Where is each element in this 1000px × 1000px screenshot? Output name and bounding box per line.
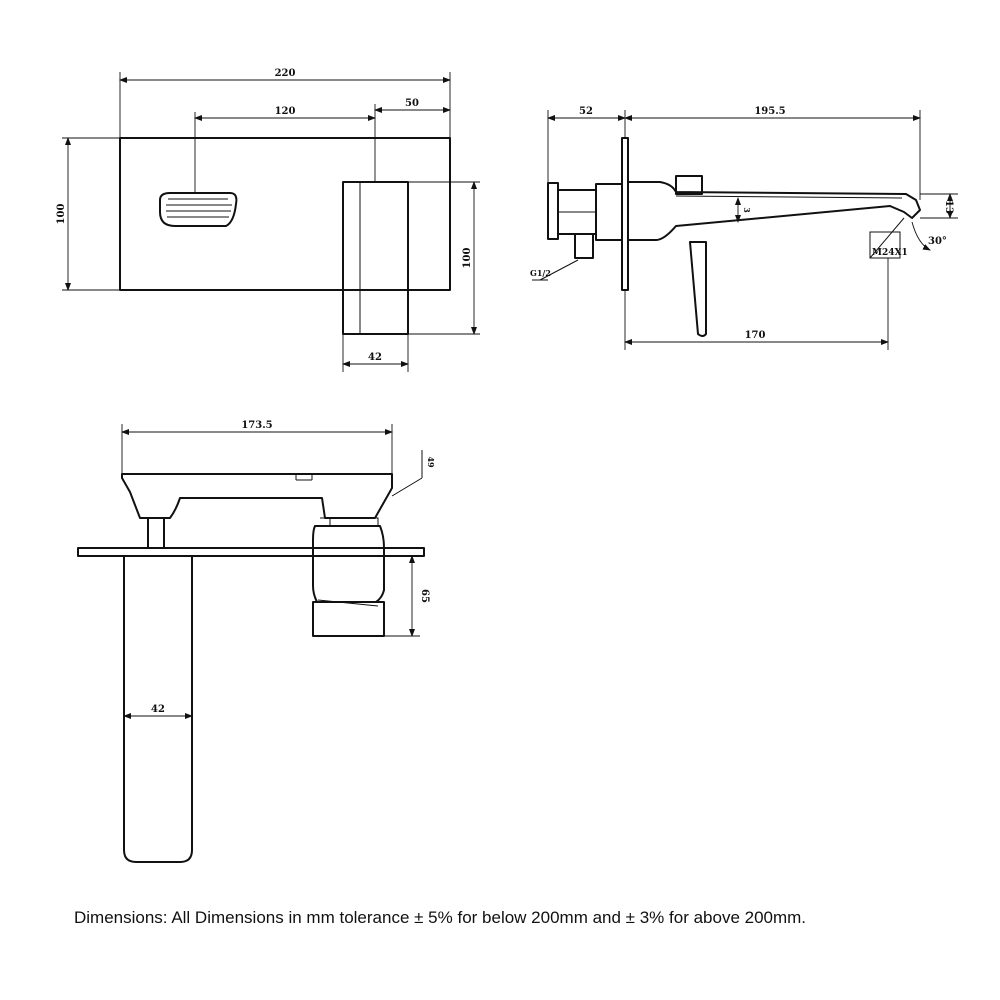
dimensions-caption: Dimensions: All Dimensions in mm toleran… [74, 908, 807, 927]
dim-side-projection: 195.5 [754, 106, 785, 117]
side-spout [627, 181, 921, 241]
front-back-plate [119, 137, 451, 291]
dim-top-spout-length: 173.5 [241, 420, 272, 431]
dim-side-spout-plate: 170 [745, 330, 766, 341]
dim-side-gap: 3 [742, 207, 752, 213]
side-lever [689, 241, 707, 337]
side-view: G1/2 52 195.5 170 13 3 M24X1 30° [530, 106, 958, 350]
dim-front-height-right: 100 [462, 248, 473, 269]
dim-front-lever-offset: 120 [275, 106, 296, 117]
top-view: 173.5 49 65 42 [77, 420, 436, 863]
top-wall-plate [77, 547, 425, 557]
dim-front-width: 220 [275, 68, 296, 79]
dim-side-spout-thickness: 13 [943, 200, 954, 214]
top-spout [121, 473, 393, 519]
dim-top-body-depth: 65 [419, 589, 430, 603]
top-mixer-body [312, 525, 385, 603]
front-view: 220 120 50 100 100 42 [56, 68, 480, 372]
dim-front-mixer-width: 42 [368, 352, 382, 363]
front-lever-cutout [159, 192, 238, 227]
side-angle-label: 30° [928, 236, 947, 247]
top-handle [123, 555, 193, 863]
side-aerator-label: M24X1 [872, 248, 908, 258]
dim-front-lever-edge: 50 [405, 98, 419, 109]
front-mixer-body [342, 181, 409, 335]
dim-front-height-left: 100 [56, 204, 67, 225]
dim-top-body-width: 42 [151, 704, 165, 715]
side-inlet-label: G1/2 [530, 268, 551, 278]
dim-top-lever-height: 49 [426, 456, 436, 468]
dim-side-wall-depth: 52 [579, 106, 593, 117]
